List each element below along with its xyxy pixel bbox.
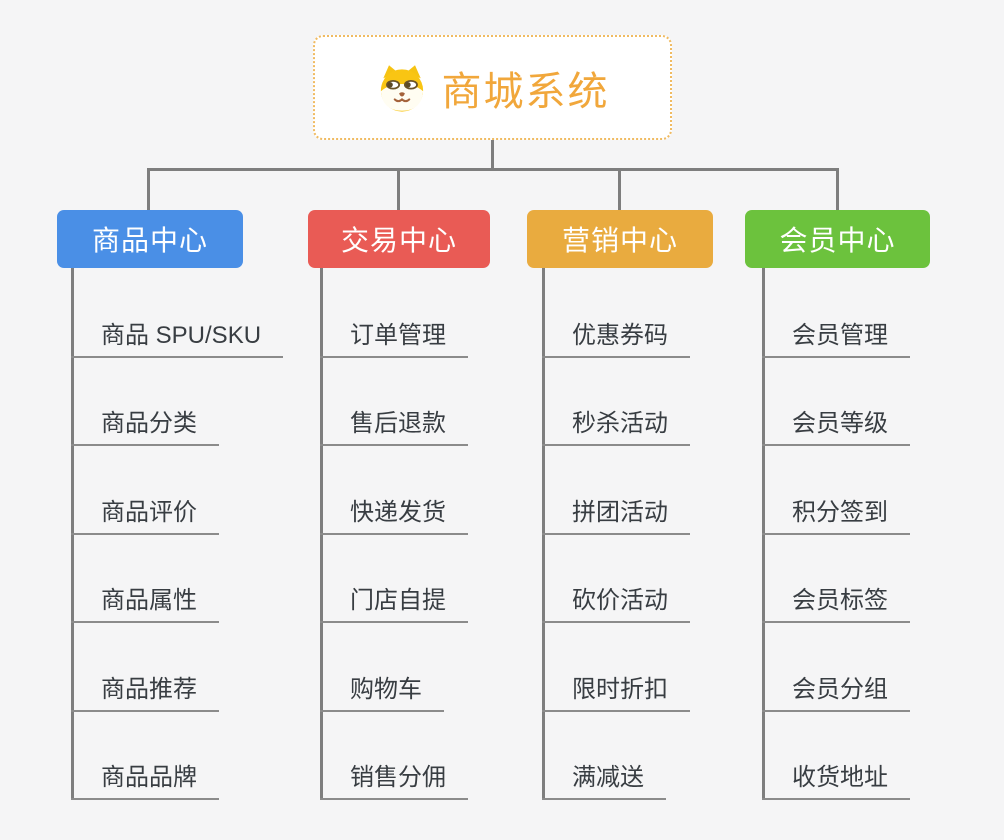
branch-node-trade-center[interactable]: 交易中心 xyxy=(308,210,490,268)
connector-horizontal-bar xyxy=(147,168,839,171)
leaf-node[interactable]: 限时折扣 xyxy=(542,676,690,712)
leaf-node[interactable]: 拼团活动 xyxy=(542,499,690,535)
connector-drop-2 xyxy=(397,168,400,212)
leaf-node[interactable]: 商品评价 xyxy=(71,499,219,535)
branch-node-marketing-center[interactable]: 营销中心 xyxy=(527,210,713,268)
branch-node-product-center[interactable]: 商品中心 xyxy=(57,210,243,268)
leaf-node[interactable]: 优惠券码 xyxy=(542,322,690,358)
leaf-node[interactable]: 收货地址 xyxy=(762,764,910,800)
connector-drop-1 xyxy=(147,168,150,212)
leaf-node[interactable]: 会员等级 xyxy=(762,410,910,446)
leaf-node[interactable]: 商品属性 xyxy=(71,587,219,623)
leaf-node[interactable]: 购物车 xyxy=(320,676,444,712)
leaf-node[interactable]: 商品 SPU/SKU xyxy=(71,322,284,358)
leaf-node[interactable]: 会员分组 xyxy=(762,676,910,712)
leaf-node[interactable]: 砍价活动 xyxy=(542,587,690,623)
leaf-node[interactable]: 门店自提 xyxy=(320,587,468,623)
leaf-node[interactable]: 快递发货 xyxy=(320,499,468,535)
leaf-node[interactable]: 积分签到 xyxy=(762,499,910,535)
leaf-node[interactable]: 订单管理 xyxy=(320,322,468,358)
branch-node-member-center[interactable]: 会员中心 xyxy=(745,210,930,268)
leaf-node[interactable]: 商品分类 xyxy=(71,410,219,446)
leaf-node[interactable]: 售后退款 xyxy=(320,410,468,446)
connector-drop-4 xyxy=(836,168,839,212)
leaf-node[interactable]: 销售分佣 xyxy=(320,764,468,800)
leaf-node[interactable]: 商品推荐 xyxy=(71,676,219,712)
leaf-node[interactable]: 会员管理 xyxy=(762,322,910,358)
root-node[interactable]: 商城系统 xyxy=(313,35,672,140)
leaf-node[interactable]: 商品品牌 xyxy=(71,764,219,800)
leaf-node[interactable]: 满减送 xyxy=(542,764,666,800)
connector-root-stub xyxy=(491,139,494,171)
leaf-node[interactable]: 秒杀活动 xyxy=(542,410,690,446)
shiba-dog-icon xyxy=(380,64,423,112)
connector-drop-3 xyxy=(618,168,621,212)
root-node-title: 商城系统 xyxy=(441,69,610,114)
leaf-node[interactable]: 会员标签 xyxy=(762,587,910,623)
